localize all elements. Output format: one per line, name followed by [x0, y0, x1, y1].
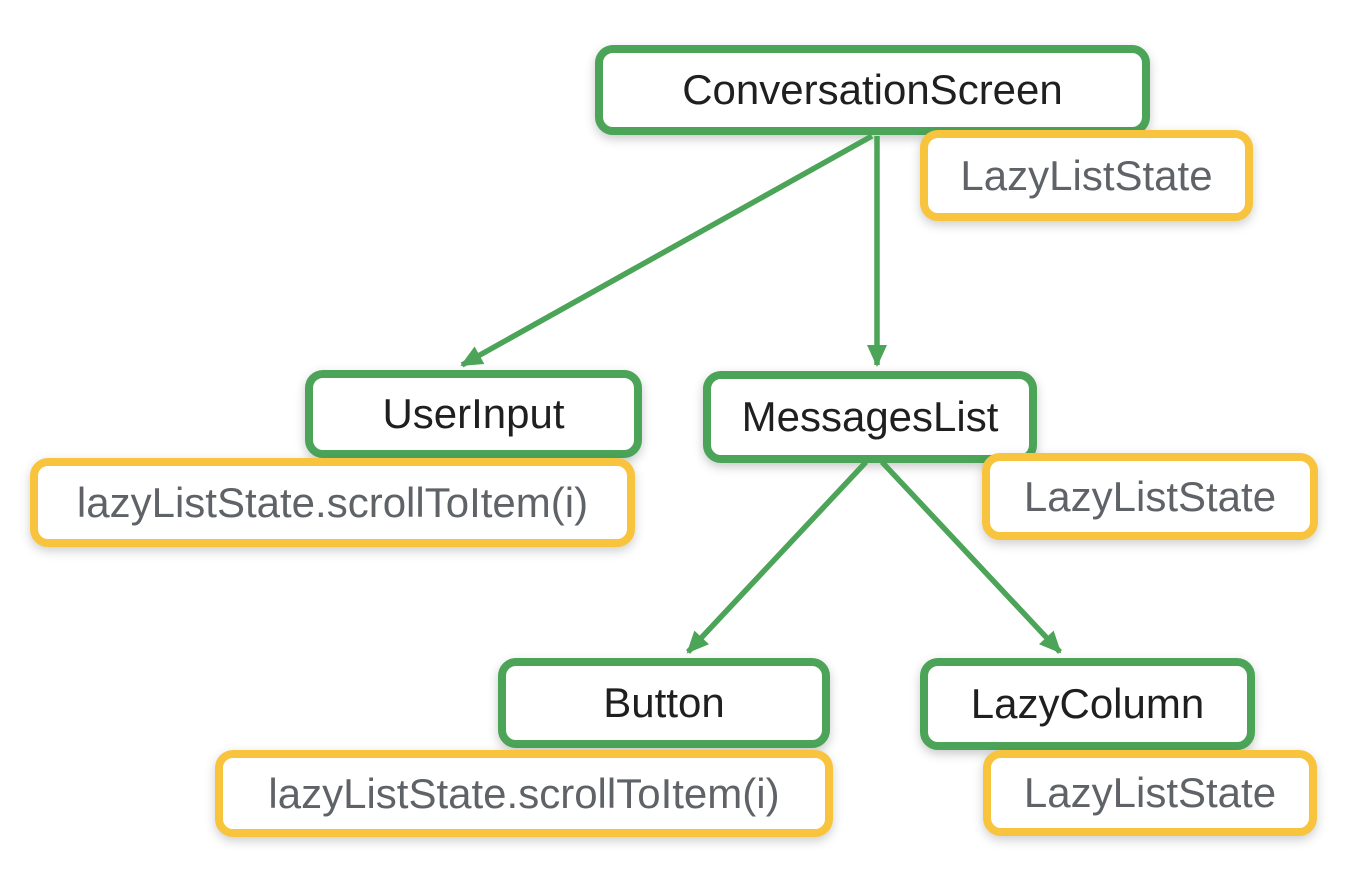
badge-messages-list-state: LazyListState: [982, 453, 1318, 540]
badge-user-input-state: lazyListState.scrollToItem(i): [30, 458, 635, 547]
node-label: MessagesList: [741, 393, 999, 440]
badge-lazy-column-state: LazyListState: [983, 750, 1317, 836]
node-lazy-column: LazyColumn: [920, 658, 1255, 750]
badge-label: LazyListState: [1023, 472, 1277, 520]
node-label: Button: [603, 679, 725, 726]
badge-label: LazyListState: [960, 151, 1213, 199]
node-label: LazyColumn: [970, 680, 1205, 727]
badge-button-state: lazyListState.scrollToItem(i): [215, 750, 833, 837]
badge-label: lazyListState.scrollToItem(i): [268, 769, 780, 817]
badge-label: LazyListState: [1023, 769, 1277, 816]
edge-conversationscreen-to-userinput: [460, 133, 874, 368]
node-user-input: UserInput: [305, 370, 642, 458]
node-messages-list: MessagesList: [703, 371, 1037, 463]
node-label: UserInput: [382, 390, 565, 437]
node-button: Button: [498, 658, 830, 748]
badge-label: lazyListState.scrollToItem(i): [76, 478, 589, 526]
node-conversation-screen: ConversationScreen: [595, 45, 1150, 135]
edge-messageslist-to-button: [685, 460, 869, 654]
badge-conversation-screen-state: LazyListState: [920, 130, 1253, 221]
node-label: ConversationScreen: [682, 66, 1063, 113]
